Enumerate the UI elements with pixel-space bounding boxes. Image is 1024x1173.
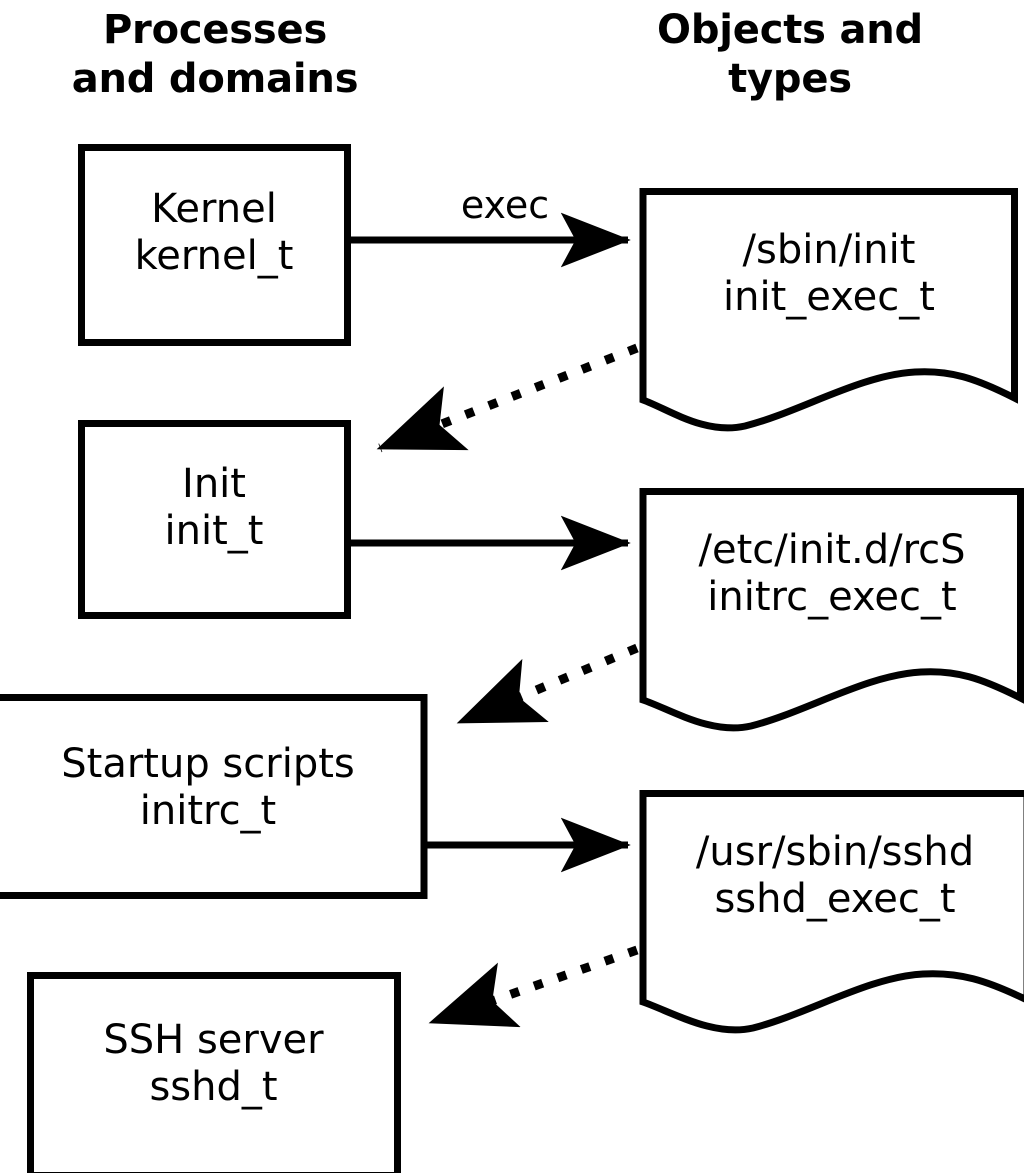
object-label-init-exec: /sbin/init init_exec_t <box>643 227 1015 321</box>
column-heading-objects-line2: types <box>728 55 852 102</box>
domain-label-init-name: Init <box>182 461 246 507</box>
object-label-initrc-exec: /etc/init.d/rcS initrc_exec_t <box>643 527 1021 621</box>
domain-box-init <box>78 420 351 619</box>
column-heading-objects: Objects and types <box>560 6 1020 104</box>
domain-box-kernel <box>78 144 351 346</box>
domain-label-sshd-type: sshd_t <box>149 1064 278 1111</box>
edge-init-exec-to-init <box>376 343 639 453</box>
column-heading-objects-line1: Objects and <box>657 7 923 53</box>
object-doc-sshd-exec <box>639 790 1024 1034</box>
object-label-initrc-exec-type: initrc_exec_t <box>707 574 957 621</box>
column-heading-processes-line2: and domains <box>71 55 359 102</box>
column-heading-processes: Processes and domains <box>0 6 430 104</box>
edge-sshd-exec-to-sshd <box>428 945 639 1028</box>
object-label-sshd-exec: /usr/sbin/sshd sshd_exec_t <box>643 829 1024 923</box>
domain-label-initrc-name: Startup scripts <box>61 741 355 787</box>
domain-label-init: Init init_t <box>81 461 347 555</box>
domain-label-kernel-type: kernel_t <box>134 233 294 280</box>
object-label-init-exec-type: init_exec_t <box>723 274 935 321</box>
object-label-sshd-exec-path: /usr/sbin/sshd <box>695 829 975 875</box>
column-heading-processes-line1: Processes <box>102 7 328 53</box>
object-doc-initrc-exec <box>639 488 1024 732</box>
domain-label-sshd-name: SSH server <box>103 1017 324 1063</box>
domain-box-sshd <box>27 972 401 1173</box>
object-label-sshd-exec-type: sshd_exec_t <box>714 876 956 923</box>
domain-label-init-type: init_t <box>164 508 264 555</box>
edge-label-exec: exec <box>460 183 550 227</box>
domain-label-sshd: SSH server sshd_t <box>30 1017 397 1111</box>
domain-label-kernel-name: Kernel <box>151 186 277 232</box>
object-label-initrc-exec-path: /etc/init.d/rcS <box>698 527 966 573</box>
object-doc-init-exec <box>639 188 1018 432</box>
domain-label-initrc-type: initrc_t <box>139 788 277 835</box>
object-label-init-exec-path: /sbin/init <box>742 227 916 273</box>
edge-initrc-exec-to-initrc <box>456 643 639 727</box>
domain-label-kernel: Kernel kernel_t <box>81 186 347 280</box>
domain-box-initrc <box>0 694 428 899</box>
domain-label-initrc: Startup scripts initrc_t <box>0 741 424 835</box>
